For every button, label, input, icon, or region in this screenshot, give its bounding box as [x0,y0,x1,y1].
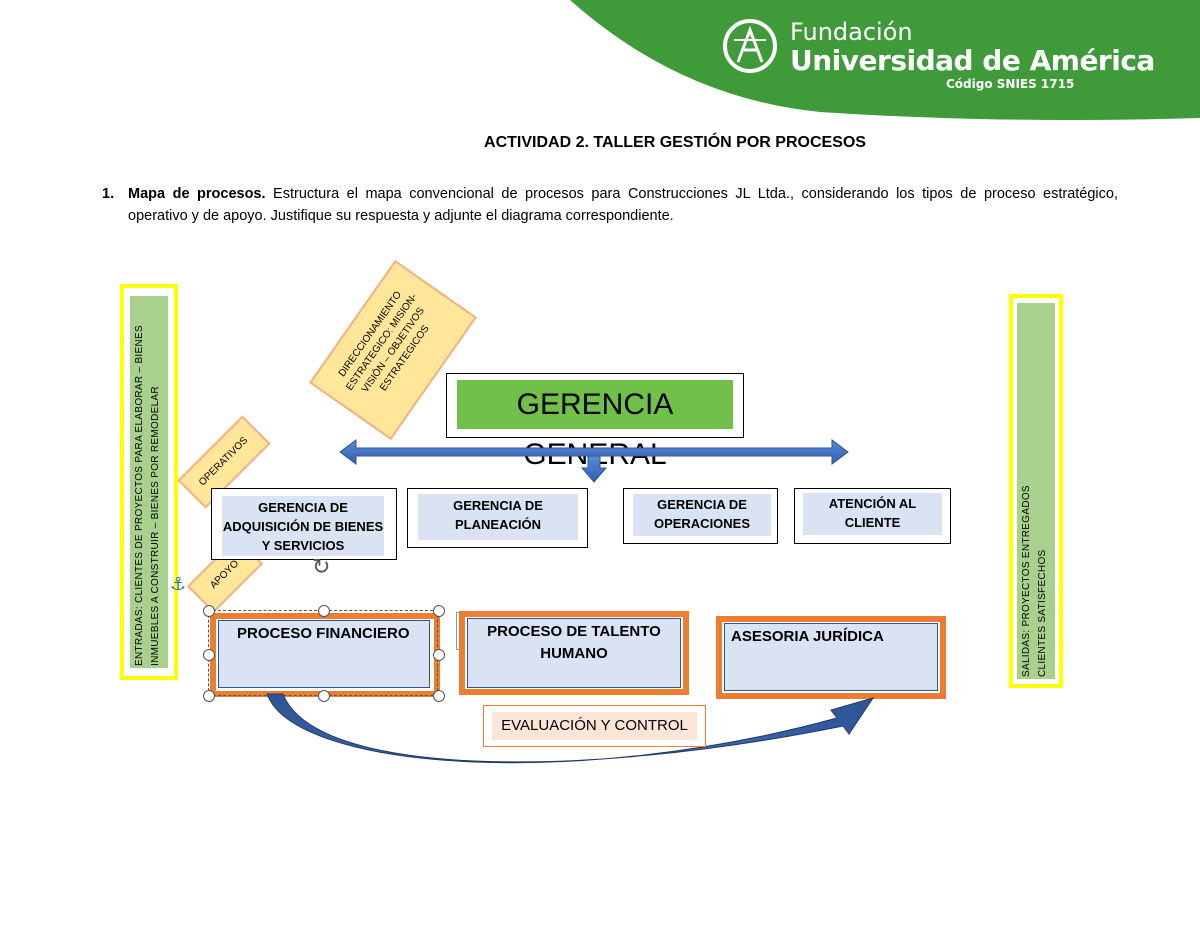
entradas-fill: ENTRADAS: CLIENTES DE PROYECTOS PARA ELA… [130,296,168,668]
salidas-line-1: SALIDAS: PROYECTOS ENTREGADOS [1021,485,1032,677]
gerencia-adquisicion-line-1: GERENCIA DE [258,500,348,515]
salidas-text: SALIDAS: PROYECTOS ENTREGADOS CLIENTES S… [1019,485,1051,677]
resize-handle-sw[interactable] [203,690,215,702]
logo-universidad: Universidad de América [790,44,1155,77]
question-1: 1. Mapa de procesos. Estructura el mapa … [102,183,1118,227]
apoyo-label: APOYO [208,558,242,592]
distribution-arrow [339,439,849,483]
resize-handle-se[interactable] [433,690,445,702]
entradas-line-1: ENTRADAS: CLIENTES DE PROYECTOS PARA ELA… [134,325,145,666]
gerencia-operaciones-label: GERENCIA DE OPERACIONES [633,494,771,536]
question-body: Mapa de procesos. Estructura el mapa con… [128,183,1118,227]
resize-handle-ne[interactable] [433,605,445,617]
resize-handle-w[interactable] [203,649,215,661]
atencion-cliente-line-1: ATENCIÓN AL [828,496,917,511]
gerencia-adquisicion-line-3: Y SERVICIOS [261,538,345,553]
logo-fundacion: Fundación [790,18,913,46]
anchor-icon: ⚓ [170,574,187,594]
evaluacion-control-label: EVALUACIÓN Y CONTROL [492,712,697,740]
question-bold-label: Mapa de procesos. [128,186,266,202]
proceso-financiero-label: PROCESO FINANCIERO [218,620,430,688]
evaluation-curved-arrow [266,693,875,764]
proceso-financiero-text: PROCESO FINANCIERO [237,625,410,642]
resize-handle-s[interactable] [318,690,330,702]
atencion-cliente-line-2: CLIENTE [844,515,901,530]
entradas-text: ENTRADAS: CLIENTES DE PROYECTOS PARA ELA… [132,325,164,666]
atencion-cliente-label: ATENCIÓN AL CLIENTE [803,493,942,535]
rotate-handle-icon[interactable]: ↻ [312,554,331,579]
gerencia-planeacion-label: GERENCIA DE PLANEACIÓN [418,494,578,540]
gerencia-operaciones-line-2: OPERACIONES [653,516,751,531]
resize-handle-n[interactable] [318,605,330,617]
gerencia-adquisicion-label: GERENCIA DE ADQUISICIÓN DE BIENES Y SERV… [222,496,384,556]
resize-handle-e[interactable] [433,649,445,661]
proceso-talento-line-2: HUMANO [540,645,608,662]
salidas-line-2: CLIENTES SATISFECHOS [1037,549,1048,677]
gerencia-operaciones-line-1: GERENCIA DE [657,497,747,512]
salidas-fill: SALIDAS: PROYECTOS ENTREGADOS CLIENTES S… [1017,303,1055,679]
entradas-line-2: INMUEBLES A CONSTRUIR – BIENES POR REMOD… [150,386,161,666]
operativos-label: OPERATIVOS [197,435,251,489]
gerencia-general-label: GERENCIA GENERAL [457,380,733,471]
logo-snies-code: Código SNIES 1715 [946,77,1075,91]
question-text: Estructura el mapa convencional de proce… [128,186,1119,224]
entradas-frame[interactable] [120,284,178,680]
gerencia-planeacion-line-2: PLANEACIÓN [455,517,541,532]
resize-handle-nw[interactable] [203,605,215,617]
gerencia-planeacion-line-1: GERENCIA DE [453,498,543,513]
question-number: 1. [102,186,115,202]
asesoria-juridica-text: ASESORIA JURÍDICA [731,628,884,645]
proceso-talento-label: PROCESO DE TALENTO HUMANO [467,618,681,688]
asesoria-juridica-label: ASESORIA JURÍDICA [724,623,938,691]
salidas-frame[interactable] [1009,294,1063,688]
gerencia-adquisicion-line-2: ADQUISICIÓN DE BIENES [222,519,384,534]
university-seal-icon [723,19,777,73]
document-title: ACTIVIDAD 2. TALLER GESTIÓN POR PROCESOS [484,134,866,151]
proceso-talento-line-1: PROCESO DE TALENTO [487,623,661,640]
header-banner [570,0,1200,120]
